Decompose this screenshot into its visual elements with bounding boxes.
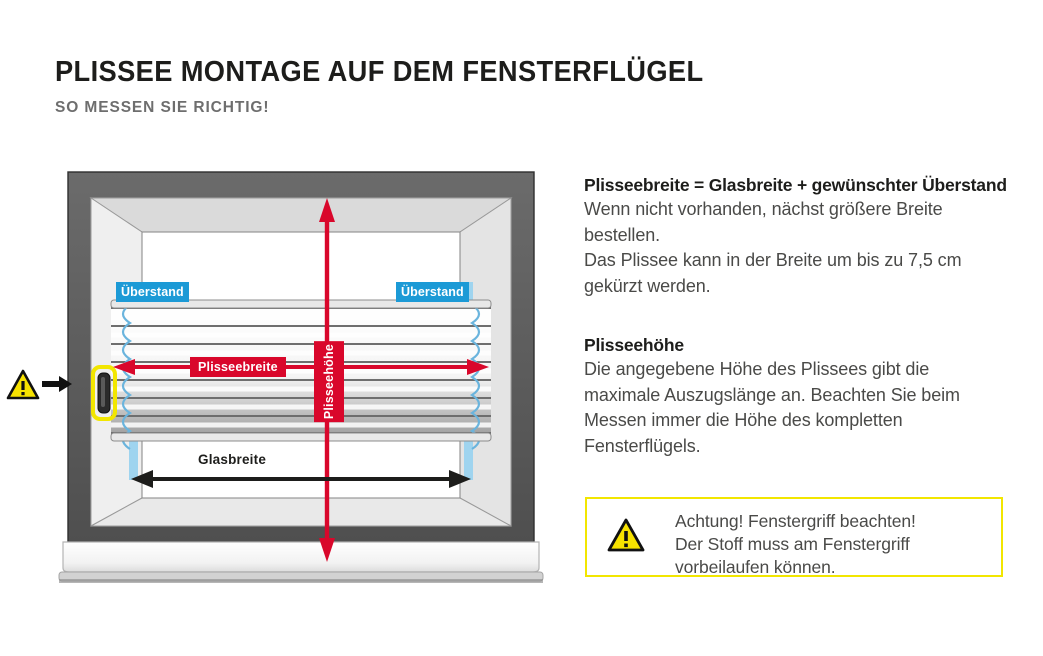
label-overhang-right: Überstand — [396, 282, 469, 302]
section-pleat-height-body: Die angegebene Höhe des Plissees gibt di… — [584, 357, 1043, 459]
body-line: Das Plissee kann in der Breite um bis zu… — [584, 250, 962, 270]
section-pleat-width-body: Wenn nicht vorhanden, nächst größere Bre… — [584, 197, 1043, 299]
arrow-right-icon — [42, 376, 72, 392]
warning-line: Der Stoff muss am Fenstergriff — [675, 534, 910, 554]
section-pleat-height-heading: Plisseehöhe — [584, 335, 684, 355]
body-line: Wenn nicht vorhanden, nächst größere Bre… — [584, 199, 943, 219]
warning-callout: Achtung! Fenstergriff beachten! Der Stof… — [585, 497, 1003, 577]
window-handle — [91, 365, 117, 421]
label-overhang-left: Überstand — [116, 282, 189, 302]
page-subtitle: SO MESSEN SIE RICHTIG! — [55, 99, 270, 116]
body-line: gekürzt werden. — [584, 275, 711, 296]
label-pleat-height: Plisseehöhe — [314, 341, 344, 423]
body-line: bestellen. — [584, 224, 661, 245]
warning-text: Achtung! Fenstergriff beachten! Der Stof… — [675, 510, 916, 579]
body-line: Messen immer die Höhe des kompletten — [584, 410, 903, 430]
warning-line: Achtung! Fenstergriff beachten! — [675, 511, 916, 531]
body-line: Die angegebene Höhe des Plissees gibt di… — [584, 359, 930, 379]
body-line: Fensterflügels. — [584, 435, 701, 456]
exterior-warning-triangle-icon — [6, 369, 40, 400]
warning-line: vorbeilaufen können. — [675, 557, 836, 577]
measure-arrow-pleat-width — [113, 359, 489, 375]
section-pleat-width-heading: Plisseebreite = Glasbreite + gewünschter… — [584, 175, 1007, 195]
label-glass-width: Glasbreite — [198, 452, 267, 467]
warning-triangle-icon — [607, 518, 645, 552]
pleated-blind — [110, 299, 492, 450]
page-title: PLISSEE MONTAGE AUF DEM FENSTERFLÜGEL — [55, 56, 704, 88]
window-sill — [58, 541, 544, 583]
label-pleat-width: Plisseebreite — [190, 357, 286, 377]
section-pleat-height: Plisseehöhe Die angegebene Höhe des Plis… — [584, 333, 1043, 459]
measure-arrow-glass-width — [131, 470, 471, 488]
section-pleat-width: Plisseebreite = Glasbreite + gewünschter… — [584, 173, 1043, 299]
body-line: maximale Auszugslänge an. Beachten Sie b… — [584, 384, 960, 405]
window-measurement-diagram — [55, 168, 547, 593]
